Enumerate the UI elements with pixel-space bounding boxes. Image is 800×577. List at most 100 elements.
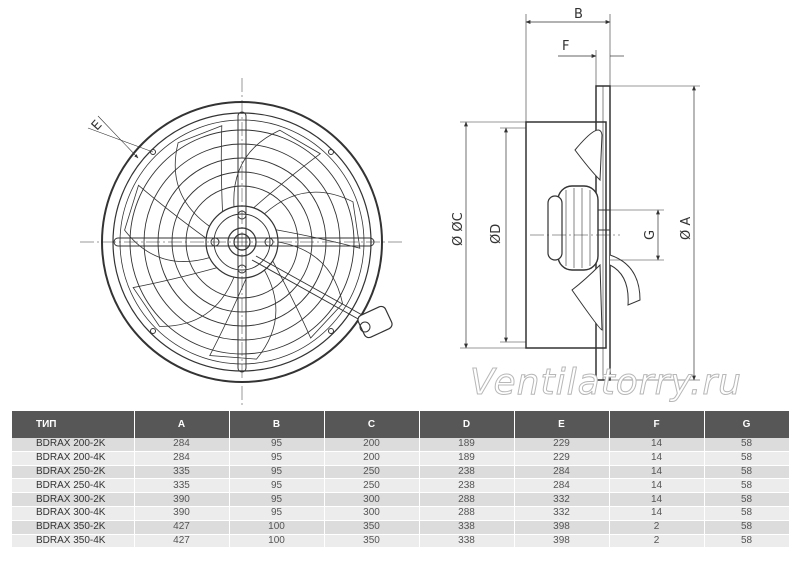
value-cell: 14 bbox=[609, 451, 705, 466]
value-cell: 14 bbox=[609, 478, 705, 494]
value-cell: 229 bbox=[514, 451, 610, 466]
model-cell: BDRAX 350-2K bbox=[12, 520, 135, 535]
value-cell: 350 bbox=[324, 520, 420, 535]
value-cell: 284 bbox=[514, 478, 610, 494]
value-cell: 250 bbox=[324, 465, 420, 480]
value-cell: 189 bbox=[419, 438, 515, 452]
value-cell: 335 bbox=[134, 478, 230, 494]
value-cell: 95 bbox=[229, 465, 325, 480]
value-cell: 95 bbox=[229, 478, 325, 494]
column-header: F bbox=[609, 411, 705, 438]
dim-label-a: Ø A bbox=[679, 217, 694, 240]
value-cell: 189 bbox=[419, 451, 515, 466]
value-cell: 288 bbox=[419, 506, 515, 521]
dim-label-c: Ø ØC bbox=[451, 212, 466, 246]
value-cell: 288 bbox=[419, 492, 515, 507]
value-cell: 2 bbox=[609, 534, 705, 549]
column-header: C bbox=[324, 411, 420, 438]
column-header: A bbox=[134, 411, 230, 438]
value-cell: 284 bbox=[514, 465, 610, 480]
value-cell: 95 bbox=[229, 451, 325, 466]
value-cell: 200 bbox=[324, 451, 420, 466]
fan-technical-drawing: E bbox=[80, 7, 700, 406]
value-cell: 390 bbox=[134, 492, 230, 507]
dim-label-f: F bbox=[562, 39, 569, 54]
value-cell: 58 bbox=[704, 451, 790, 466]
column-header: B bbox=[229, 411, 325, 438]
column-header: D bbox=[419, 411, 515, 438]
value-cell: 95 bbox=[229, 506, 325, 521]
fan-blade bbox=[209, 269, 277, 360]
value-cell: 332 bbox=[514, 506, 610, 521]
value-cell: 14 bbox=[609, 465, 705, 480]
front-view bbox=[80, 78, 404, 406]
side-view bbox=[460, 14, 700, 381]
column-header: ТИП bbox=[12, 411, 135, 438]
value-cell: 300 bbox=[324, 492, 420, 507]
value-cell: 58 bbox=[704, 520, 790, 535]
value-cell: 284 bbox=[134, 438, 230, 452]
value-cell: 335 bbox=[134, 465, 230, 480]
value-cell: 238 bbox=[419, 465, 515, 480]
fan-blade bbox=[132, 267, 235, 327]
value-cell: 14 bbox=[609, 506, 705, 521]
value-cell: 250 bbox=[324, 478, 420, 494]
value-cell: 95 bbox=[229, 492, 325, 507]
value-cell: 427 bbox=[134, 534, 230, 549]
model-cell: BDRAX 250-2K bbox=[12, 465, 135, 480]
value-cell: 58 bbox=[704, 465, 790, 480]
model-cell: BDRAX 250-4K bbox=[12, 478, 135, 494]
value-cell: 58 bbox=[704, 438, 790, 452]
model-cell: BDRAX 200-4K bbox=[12, 451, 135, 466]
value-cell: 338 bbox=[419, 520, 515, 535]
value-cell: 2 bbox=[609, 520, 705, 535]
value-cell: 14 bbox=[609, 438, 705, 452]
value-cell: 229 bbox=[514, 438, 610, 452]
dim-label-b: B bbox=[574, 7, 583, 22]
value-cell: 200 bbox=[324, 438, 420, 452]
watermark: Ventilatorry.ru bbox=[470, 362, 742, 404]
fan-blade bbox=[263, 191, 361, 249]
value-cell: 338 bbox=[419, 534, 515, 549]
value-cell: 238 bbox=[419, 478, 515, 494]
value-cell: 300 bbox=[324, 506, 420, 521]
dim-label-e: E bbox=[89, 118, 106, 134]
value-cell: 398 bbox=[514, 534, 610, 549]
fan-blade bbox=[233, 129, 322, 209]
value-cell: 58 bbox=[704, 534, 790, 549]
value-cell: 390 bbox=[134, 506, 230, 521]
fan-blade bbox=[272, 241, 344, 339]
value-cell: 95 bbox=[229, 438, 325, 452]
model-cell: BDRAX 300-2K bbox=[12, 492, 135, 507]
value-cell: 100 bbox=[229, 520, 325, 535]
value-cell: 58 bbox=[704, 478, 790, 494]
value-cell: 14 bbox=[609, 492, 705, 507]
dim-label-g: G bbox=[643, 230, 658, 240]
value-cell: 100 bbox=[229, 534, 325, 549]
fan-blade bbox=[124, 184, 211, 262]
model-cell: BDRAX 300-4K bbox=[12, 506, 135, 521]
dim-label-d: ØD bbox=[489, 224, 504, 244]
model-cell: BDRAX 200-2K bbox=[12, 438, 135, 452]
value-cell: 284 bbox=[134, 451, 230, 466]
value-cell: 427 bbox=[134, 520, 230, 535]
value-cell: 350 bbox=[324, 534, 420, 549]
fan-blade bbox=[174, 125, 223, 227]
value-cell: 58 bbox=[704, 506, 790, 521]
value-cell: 58 bbox=[704, 492, 790, 507]
column-header: E bbox=[514, 411, 610, 438]
value-cell: 332 bbox=[514, 492, 610, 507]
model-cell: BDRAX 350-4K bbox=[12, 534, 135, 549]
column-header: G bbox=[704, 411, 790, 438]
